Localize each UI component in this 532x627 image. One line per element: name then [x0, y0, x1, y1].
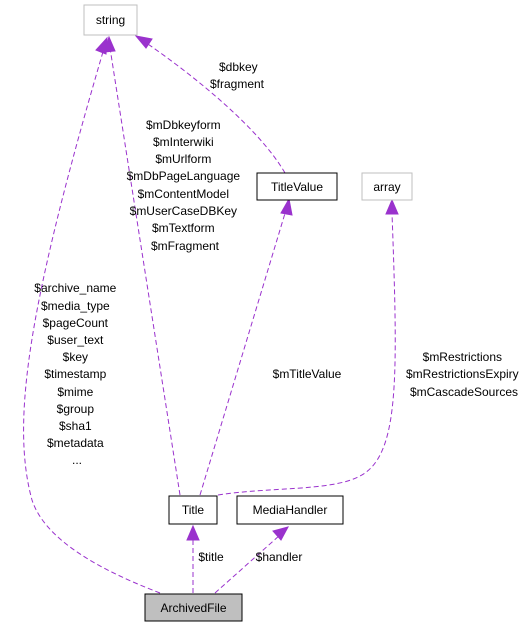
node-titlevalue[interactable]: TitleValue	[256, 172, 338, 201]
edge-title-array	[217, 212, 396, 496]
edge-archivedfile-mediahandler	[214, 534, 281, 594]
svg-text:Title: Title	[182, 503, 205, 517]
arrowhead-titlevalue	[280, 197, 293, 216]
label-title-array: $mRestrictions $mRestrictionsExpiry $mCa…	[406, 350, 522, 399]
label-archivedfile-string: $archive_name $media_type $pageCount $us…	[34, 281, 119, 467]
node-title[interactable]: Title	[168, 495, 218, 525]
svg-text:MediaHandler: MediaHandler	[253, 503, 328, 517]
node-array[interactable]: array	[361, 172, 413, 201]
arrowhead-array	[385, 198, 399, 215]
label-title-titlevalue: $mTitleValue	[273, 367, 342, 381]
label-archivedfile-title: $title	[198, 550, 224, 564]
svg-text:array: array	[373, 180, 400, 194]
arrowhead-string-mid	[103, 35, 116, 53]
svg-text:TitleValue: TitleValue	[271, 180, 323, 194]
node-mediahandler[interactable]: MediaHandler	[236, 495, 344, 525]
edge-title-string	[109, 47, 181, 496]
svg-text:string: string	[96, 13, 125, 27]
svg-text:ArchivedFile: ArchivedFile	[160, 601, 226, 615]
edge-title-titlevalue	[199, 209, 287, 496]
arrowhead-string-right	[134, 35, 153, 49]
label-archivedfile-mediahandler: $handler	[256, 550, 303, 564]
arrowhead-title	[186, 524, 200, 541]
label-titlevalue-string: $dbkey $fragment	[210, 60, 265, 91]
label-title-string: $mDbkeyform $mInterwiki $mUrlform $mDbPa…	[127, 118, 244, 253]
node-archivedfile[interactable]: ArchivedFile	[144, 593, 243, 622]
edge-titlevalue-string	[144, 41, 286, 174]
arrowhead-mediahandler	[272, 526, 289, 541]
node-string[interactable]: string	[83, 4, 138, 36]
